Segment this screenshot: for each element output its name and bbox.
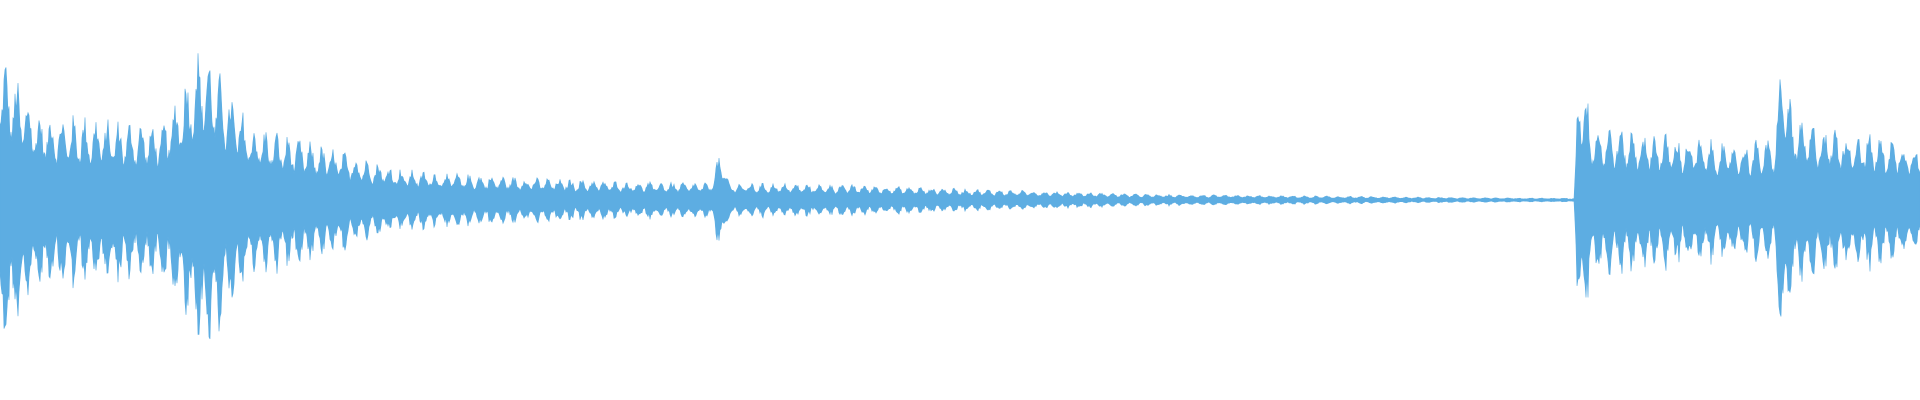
waveform-path — [0, 53, 1920, 340]
